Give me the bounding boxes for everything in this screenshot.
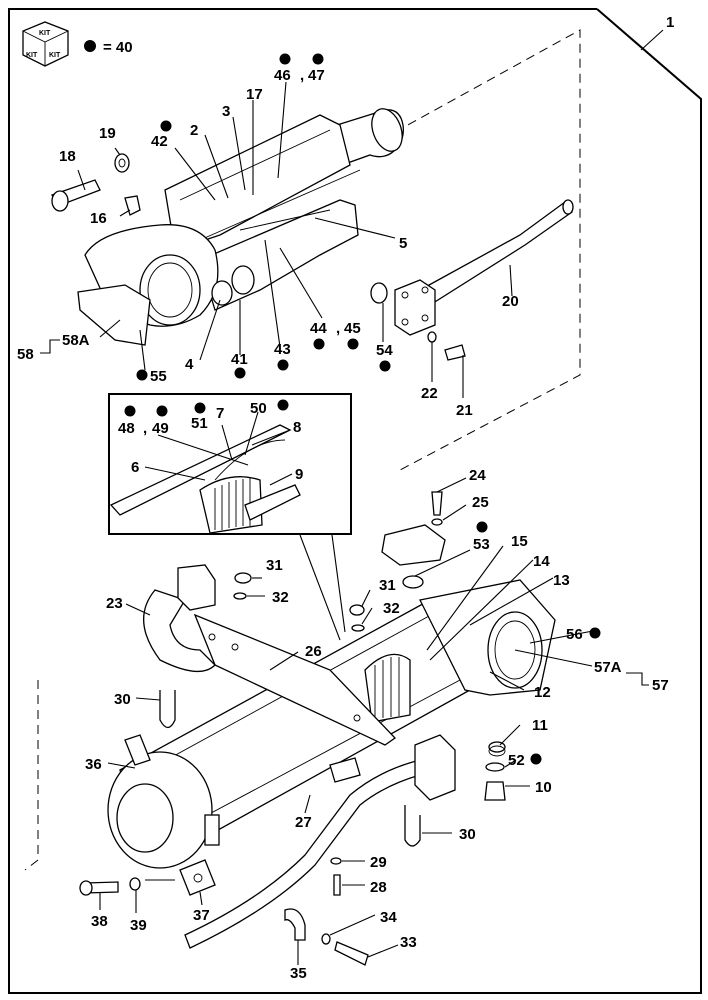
- callout-28: 28: [370, 879, 387, 896]
- callout-12: 12: [534, 684, 551, 701]
- callout-36: 36: [85, 756, 102, 773]
- callout-31b: 31: [379, 577, 396, 594]
- callout-7: 7: [216, 405, 224, 422]
- callout-19: 19: [99, 125, 116, 142]
- callout-52: 52: [508, 752, 525, 769]
- callout-37: 37: [193, 907, 210, 924]
- loose-parts-lower: [79, 491, 506, 966]
- callout-15: 15: [511, 533, 528, 550]
- callout-6: 6: [131, 459, 139, 476]
- callout-8: 8: [293, 419, 301, 436]
- callout-33: 33: [400, 934, 417, 951]
- pipe-20: [394, 199, 574, 361]
- callout-26: 26: [305, 643, 322, 660]
- callout-10: 10: [535, 779, 552, 796]
- callout-21: 21: [456, 402, 473, 419]
- callout-42: 42: [151, 133, 168, 150]
- detail-pointer-left: [299, 534, 341, 641]
- callout-57a: 57A: [594, 659, 622, 676]
- callout-13: 13: [553, 572, 570, 589]
- callout-3: 3: [222, 103, 230, 120]
- callout-labels: 1 2 3 4 5 6 7 8 9 10 11 12 13 14 15 16 1…: [17, 14, 674, 982]
- callout-4: 4: [185, 356, 194, 373]
- callout-1: 1: [666, 14, 674, 31]
- callout-56: 56: [566, 626, 583, 643]
- kit-legend-text: = 40: [103, 39, 133, 56]
- callout-25: 25: [472, 494, 489, 511]
- callout-49: 49: [152, 420, 169, 437]
- callout-57: 57: [652, 677, 669, 694]
- callout-31a: 31: [266, 557, 283, 574]
- leader-lines: [40, 81, 649, 965]
- callout-45: 45: [344, 320, 361, 337]
- phantom-outline-lower: [24, 680, 39, 871]
- callout-54: 54: [376, 342, 393, 359]
- callout-9: 9: [295, 466, 303, 483]
- assembly-leader: [640, 29, 664, 51]
- kit-markers: [124, 53, 601, 765]
- kit-dot-icon: [84, 40, 96, 52]
- callout-30a: 30: [114, 691, 131, 708]
- callout-48-49-separator: ,: [143, 420, 147, 437]
- callout-55: 55: [150, 368, 167, 385]
- callout-32a: 32: [272, 589, 289, 606]
- callout-58: 58: [17, 346, 34, 363]
- cylinder-lower: [107, 564, 556, 949]
- callout-27: 27: [295, 814, 312, 831]
- callout-22: 22: [421, 385, 438, 402]
- diagram-frame: [8, 8, 702, 994]
- callout-43: 43: [274, 341, 291, 358]
- callout-5: 5: [399, 235, 407, 252]
- kit-icon-left-text: KIT: [26, 52, 38, 59]
- callout-34: 34: [380, 909, 397, 926]
- callout-51: 51: [191, 415, 208, 432]
- callout-39: 39: [130, 917, 147, 934]
- callout-24: 24: [469, 467, 486, 484]
- callout-11: 11: [532, 717, 548, 734]
- callout-35: 35: [290, 965, 307, 982]
- callout-30b: 30: [459, 826, 476, 843]
- callout-41: 41: [231, 351, 248, 368]
- callout-32b: 32: [383, 600, 400, 617]
- phantom-outline-upper: [394, 29, 581, 471]
- callout-46-47-separator: ,: [300, 67, 304, 84]
- callout-53: 53: [473, 536, 490, 553]
- callout-23: 23: [106, 595, 123, 612]
- callout-58a: 58A: [62, 332, 90, 349]
- cylinder-upper: [51, 108, 404, 346]
- callout-16: 16: [90, 210, 107, 227]
- callout-38: 38: [91, 913, 108, 930]
- callout-46: 46: [274, 67, 291, 84]
- callout-18: 18: [59, 148, 76, 165]
- callout-47: 47: [308, 67, 325, 84]
- callout-48: 48: [118, 420, 135, 437]
- callout-2: 2: [190, 122, 198, 139]
- callout-44: 44: [310, 320, 327, 337]
- detail-pointer-right: [331, 534, 346, 633]
- callout-44-45-separator: ,: [336, 320, 340, 337]
- detail-view: [108, 393, 352, 535]
- callout-17: 17: [246, 86, 263, 103]
- callout-29: 29: [370, 854, 387, 871]
- kit-icon-right-text: KIT: [49, 52, 61, 59]
- kit-icon-top-text: KIT: [39, 30, 51, 37]
- kit-icon: KIT KIT KIT: [22, 21, 69, 67]
- callout-50: 50: [250, 400, 267, 417]
- callout-14: 14: [533, 553, 550, 570]
- callout-20: 20: [502, 293, 519, 310]
